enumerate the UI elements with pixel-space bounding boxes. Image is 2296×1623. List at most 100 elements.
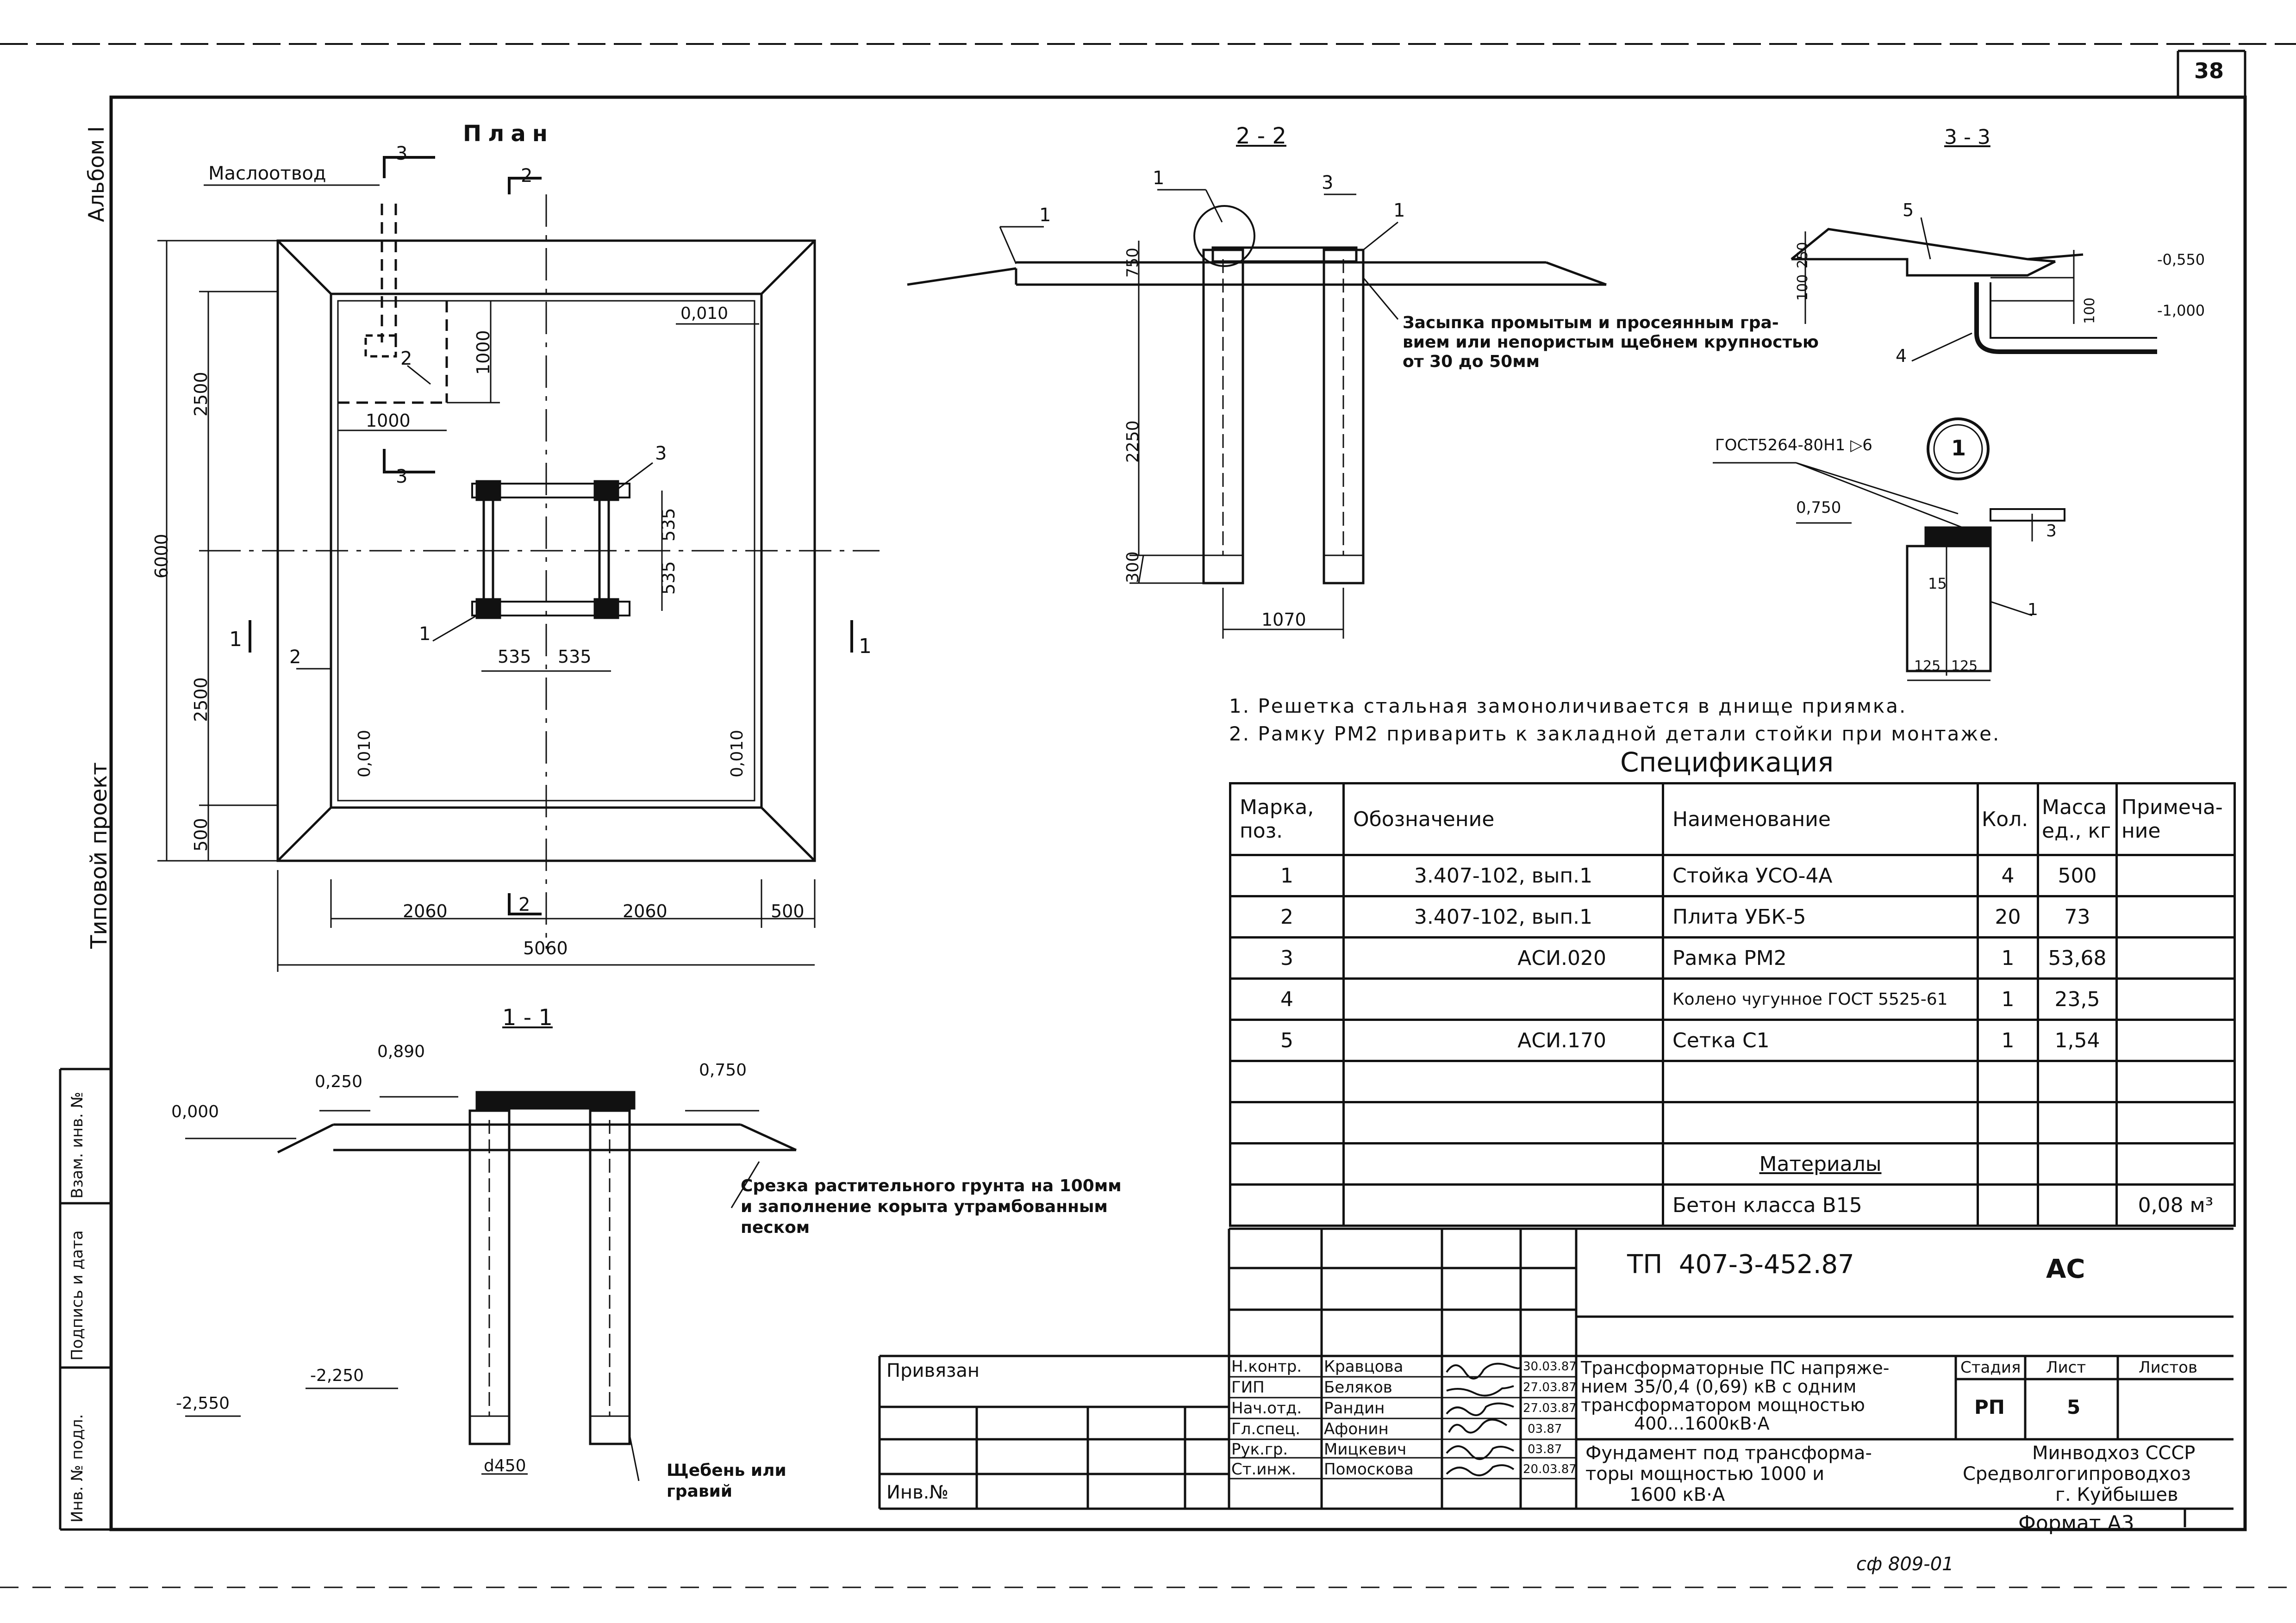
dim-2060-left: 2060	[403, 901, 448, 921]
spec-cell	[1229, 1060, 1345, 1103]
dim-1000-horizontal: 1000	[366, 410, 411, 431]
sheet-value: 5	[2067, 1396, 2081, 1418]
spec-cell-materials: Материалы	[1662, 1142, 1979, 1186]
plan-callout-1: 1	[419, 623, 431, 645]
detail-1-dim-125b: 125	[1951, 658, 1978, 674]
date-rukgr: 03.87	[1528, 1443, 1562, 1456]
spec-cell	[1229, 1101, 1345, 1144]
s22-dim-1070: 1070	[1261, 609, 1306, 630]
signature-nachotd	[1446, 1402, 1514, 1416]
stage-label: Стадия	[1960, 1358, 2021, 1377]
plan-callout-2a: 2	[400, 348, 412, 369]
plan-title: План	[463, 121, 554, 147]
plan-section-mark-3a: 3	[396, 143, 408, 164]
format-label: Формат А3	[2018, 1511, 2134, 1535]
spec-cell	[2115, 977, 2236, 1021]
spec-header-note: Примеча- ние	[2115, 782, 2236, 856]
s33-level-0550: -0,550	[2157, 251, 2205, 268]
s11-note-scheben-2: гравий	[667, 1482, 733, 1501]
doc-mark: АС	[2046, 1254, 2085, 1284]
plan-section-mark-1a: 1	[229, 628, 242, 651]
spec-cell: 4	[1229, 977, 1345, 1021]
s22-note-line1: Засыпка промытым и просеянным гра-	[1403, 313, 1779, 332]
spec-cell: Бетон класса В15	[1662, 1183, 1979, 1227]
detail-1-marker: 1	[1951, 435, 1966, 460]
name-rukgr: Мицкевич	[1324, 1440, 1407, 1459]
s22-callout-3: 3	[1322, 172, 1334, 193]
s11-level-0890: 0,890	[377, 1042, 425, 1061]
spec-cell	[1977, 1142, 2039, 1186]
spec-cell	[1342, 1101, 1664, 1144]
s22-note-line3: от 30 до 50мм	[1403, 352, 1540, 371]
spec-cell	[2037, 1101, 2118, 1144]
spec-cell: 3.407-102, вып.1	[1342, 895, 1664, 939]
note-1: 1. Решетка стальная замоноличивается в д…	[1229, 695, 1907, 717]
spec-cell	[1229, 1183, 1345, 1227]
role-gip: ГИП	[1231, 1378, 1265, 1397]
inv-no-label: Инв.№	[886, 1482, 948, 1503]
spec-cell	[1977, 1060, 2039, 1103]
spec-cell	[1342, 977, 1664, 1021]
spec-title: Спецификация	[1620, 746, 1834, 778]
section-3-3-title: 3 - 3	[1944, 125, 1990, 149]
spec-cell: 1	[1977, 1019, 2039, 1062]
signature-gip	[1446, 1385, 1514, 1397]
detail-1-callout-3: 3	[2046, 522, 2057, 541]
name-nkontr: Кравцова	[1324, 1357, 1404, 1376]
role-rukgr: Рук.гр.	[1231, 1440, 1288, 1459]
object-name-4: 400...1600кВ·А	[1634, 1413, 1770, 1434]
spec-cell: 4	[1977, 854, 2039, 897]
spec-cell: 500	[2037, 854, 2118, 897]
table-row	[1229, 1060, 2236, 1103]
stage-value: РП	[1974, 1396, 2005, 1418]
spec-cell: 53,68	[2037, 936, 2118, 980]
s11-note-srezka-2: и заполнение корыта утрамбованным	[741, 1197, 1108, 1216]
date-nachotd: 27.03.87	[1523, 1401, 1577, 1415]
spec-header-mass: Масса ед., кг	[2037, 782, 2118, 856]
maslootvod-label: Маслоотвод	[208, 163, 326, 184]
spec-header-qty: Кол.	[1977, 782, 2039, 856]
spec-cell: Сетка С1	[1662, 1019, 1979, 1062]
role-nkontr: Н.контр.	[1231, 1357, 1302, 1376]
spec-cell	[2115, 1060, 2236, 1103]
s11-note-scheben-1: Щебень или	[667, 1461, 786, 1480]
spec-header-name: Наименование	[1662, 782, 1979, 856]
table-row: Материалы	[1229, 1142, 2236, 1186]
sheets-label: Листов	[2139, 1358, 2198, 1377]
plan-section-mark-2a: 2	[521, 165, 533, 187]
name-nachotd: Рандин	[1324, 1399, 1385, 1418]
spec-cell: Стойка УСО-4А	[1662, 854, 1979, 897]
s22-callout-1c: 1	[1393, 200, 1405, 221]
s33-callout-5: 5	[1903, 200, 1914, 220]
spec-cell: 23,5	[2037, 977, 2118, 1021]
s11-note-srezka-3: песком	[741, 1218, 810, 1237]
spec-cell: 1	[1229, 854, 1345, 897]
object-name-1: Трансформаторные ПС напряже-	[1581, 1358, 1890, 1378]
spec-header-designation: Обозначение	[1342, 782, 1664, 856]
role-glspec: Гл.спец.	[1231, 1420, 1301, 1438]
spec-cell: Колено чугунное ГОСТ 5525-61	[1662, 977, 1979, 1021]
signature-rukgr	[1446, 1445, 1515, 1460]
role-nachotd: Нач.отд.	[1231, 1399, 1302, 1418]
spec-cell: 3.407-102, вып.1	[1342, 854, 1664, 897]
s11-dim-d450: d450	[484, 1456, 526, 1475]
date-nkontr: 30.03.87	[1523, 1360, 1577, 1374]
signature-nkontr	[1446, 1362, 1520, 1380]
sheet-name-2: торы мощностью 1000 и	[1585, 1463, 1825, 1485]
s22-callout-1b: 1	[1039, 205, 1051, 226]
sheet-label: Лист	[2046, 1358, 2086, 1377]
spec-cell: Плита УБК-5	[1662, 895, 1979, 939]
date-glspec: 03.87	[1528, 1422, 1562, 1436]
dim-535-h1: 535	[498, 647, 531, 667]
spec-cell	[2037, 1060, 2118, 1103]
org-line-2: Средволгогипроводхоз	[1963, 1463, 2191, 1485]
spec-cell	[1977, 1183, 2039, 1227]
section-1-1-title: 1 - 1	[502, 1005, 553, 1031]
sheet-name-1: Фундамент под трансформа-	[1585, 1443, 1872, 1464]
s11-level-m2250: -2,250	[310, 1366, 364, 1385]
